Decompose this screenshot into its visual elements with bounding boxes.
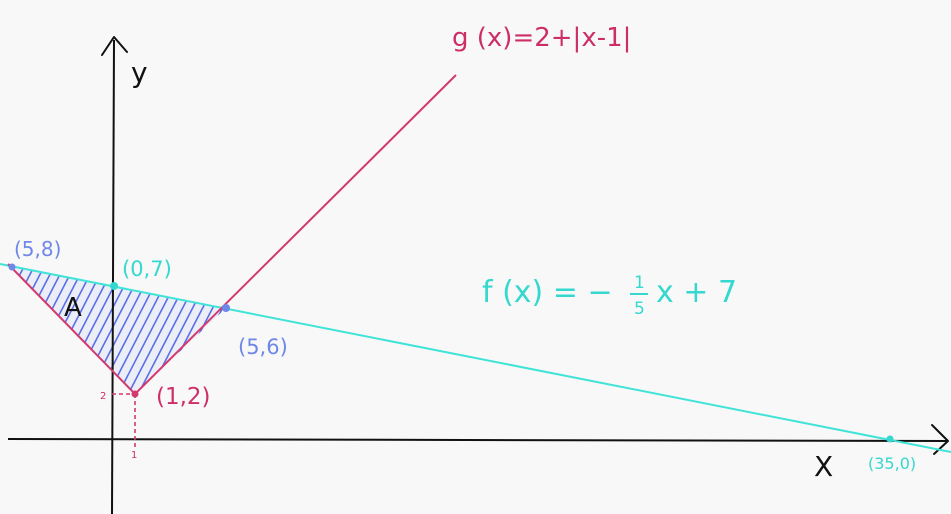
point-vertex	[131, 390, 139, 398]
g-formula-label: g (x)=2+|x-1|	[452, 23, 631, 53]
tick-x-label: 1	[131, 450, 137, 461]
tick-y-label: 2	[100, 391, 106, 402]
hatch-stroke	[12, 267, 41, 394]
hatch-stroke	[12, 267, 21, 394]
y-axis	[111, 39, 115, 514]
f-formula-tail: x + 7	[656, 275, 737, 310]
hatch-stroke	[209, 267, 226, 394]
hatch-stroke	[199, 267, 226, 394]
point-right-label: (5,6)	[238, 335, 288, 359]
hatch-stroke	[230, 255, 310, 410]
hatch-stroke	[219, 267, 226, 394]
f-line	[0, 263, 951, 453]
area-label: A	[64, 293, 82, 323]
point-left-intersection	[8, 263, 16, 271]
f-fraction-denominator: 5	[634, 299, 645, 319]
y-axis-arrow	[101, 36, 128, 56]
f-fraction-numerator: 1	[634, 273, 645, 293]
g-line	[7, 74, 457, 395]
point-x-intercept-label: (35,0)	[868, 454, 916, 473]
y-axis-label: y	[131, 56, 148, 89]
x-axis-label: X	[814, 450, 833, 483]
x-axis	[7, 438, 949, 442]
hatch-stroke	[12, 267, 51, 394]
hatch-stroke	[0, 255, 10, 410]
point-vertex-label: (1,2)	[156, 384, 211, 410]
hatch-stroke	[250, 255, 330, 410]
point-right-intersection	[222, 304, 230, 312]
f-formula-label: f (x) = −	[482, 275, 613, 310]
point-y-intercept	[110, 282, 118, 290]
point-x-intercept	[886, 435, 894, 443]
point-left-label: (5,8)	[14, 237, 61, 261]
point-y-intercept-label: (0,7)	[122, 257, 172, 281]
